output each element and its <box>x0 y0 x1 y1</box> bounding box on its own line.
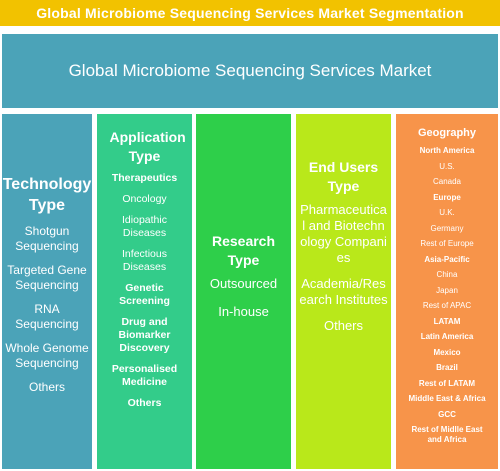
geography-item: LATAM <box>433 316 461 326</box>
geography-item: Japan <box>436 285 458 295</box>
geography-item: Asia-Pacific <box>424 254 470 264</box>
application-item: Genetic Screening <box>119 282 170 307</box>
diagram-title: Global Microbiome Sequencing Services Ma… <box>0 0 500 26</box>
geography-item: Europe <box>433 192 461 202</box>
research-heading: Research Type <box>211 233 276 268</box>
geography-item: Middle East & Africa <box>408 394 486 403</box>
geography-item: Canada <box>432 177 462 186</box>
market-box: Global Microbiome Sequencing Services Ma… <box>0 32 500 110</box>
geography-column: Geography North America U.S. Canada Euro… <box>394 112 500 471</box>
application-heading: Application Type <box>109 129 186 164</box>
technology-item: Whole Genome Sequencing <box>5 341 89 370</box>
end-users-item: Pharmaceutical and Biotechnology Compani… <box>300 202 387 265</box>
end-users-item: Academia/Research Institutes <box>299 276 388 307</box>
research-column: Research Type Outsourced In-house <box>194 112 293 471</box>
technology-heading: Technology Type <box>2 176 92 214</box>
technology-item: Shotgun Sequencing <box>15 224 79 253</box>
geography-item: Rest of Europe <box>420 239 474 248</box>
research-item: Outsourced <box>209 276 278 291</box>
application-item: Infectious Diseases <box>122 248 167 273</box>
geography-item: Mexico <box>433 347 461 357</box>
geography-item: Brazil <box>436 363 458 372</box>
market-label: Global Microbiome Sequencing Services Ma… <box>68 61 432 80</box>
geography-item: Rest of LATAM <box>418 378 476 388</box>
application-item: Others <box>127 397 162 409</box>
geography-item: Latin America <box>420 332 474 341</box>
application-item: Idiopathic Diseases <box>122 214 167 239</box>
geography-item: GCC <box>438 409 456 419</box>
geography-item: U.K. <box>439 208 455 217</box>
geography-item: Germany <box>430 223 464 233</box>
geography-item: Rest of Midlle East and Africa <box>411 425 483 444</box>
technology-column: Technology Type Shotgun Sequencing Targe… <box>0 112 94 471</box>
application-item: Therapeutics <box>111 172 178 184</box>
application-item: Oncology <box>122 193 167 205</box>
geography-item: U.S. <box>439 161 455 171</box>
application-item: Drug and Biomarker Discovery <box>118 316 171 354</box>
application-item: Personalised Medicine <box>111 363 178 388</box>
research-item: In-house <box>218 304 269 319</box>
geography-item: Rest of APAC <box>422 301 472 310</box>
application-column: Application Type Therapeutics Oncology I… <box>95 112 194 471</box>
end-users-heading: End Users Type <box>308 159 379 194</box>
geography-item: North America <box>419 146 475 155</box>
end-users-item: Others <box>323 318 363 333</box>
end-users-column: End Users Type Pharmaceutical and Biotec… <box>294 112 393 471</box>
technology-item: RNA Sequencing <box>15 302 79 331</box>
geography-item: China <box>436 270 458 279</box>
technology-item: Others <box>28 380 65 394</box>
technology-item: Targeted Gene Sequencing <box>7 263 87 292</box>
geography-heading: Geography <box>417 127 477 139</box>
